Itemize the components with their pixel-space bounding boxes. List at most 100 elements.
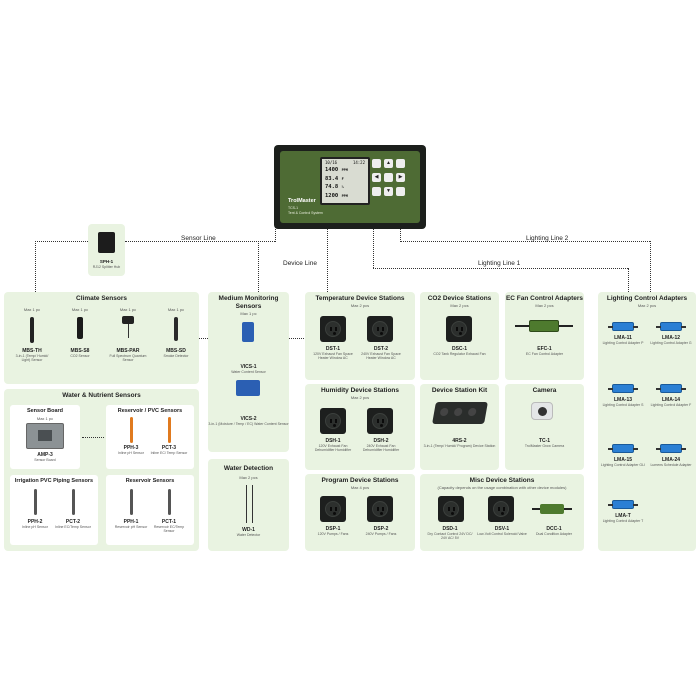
outlet-icon (488, 496, 514, 522)
probe-icon (30, 317, 34, 343)
lighting-adapter-icon (608, 444, 638, 453)
controller-device: 10/16 14:22 1400 PPM 83.4 F 74.8 % 1200 … (274, 145, 426, 229)
misc-stations-panel: Misc Device Stations (Capacity depends o… (420, 474, 584, 551)
lighting-adapter-icon (608, 384, 638, 393)
outlet-icon (446, 316, 472, 342)
co2-stations-panel: CO2 Device Stations Max 2 pcs DSC-1 CO2 … (420, 292, 499, 380)
lighting-line-2-drop (400, 220, 401, 242)
left-arrow-key[interactable]: ◀ (372, 173, 381, 182)
par-sensor-icon (122, 316, 134, 324)
outlet-icon (438, 496, 464, 522)
sensor-line (125, 241, 275, 242)
outlet-icon (320, 496, 346, 522)
ec-fan-panel: EC Fan Control Adapters Max 2 pcs EFC-1 … (505, 292, 584, 380)
lighting-adapter-icon (656, 444, 686, 453)
station-kit-icon (432, 402, 488, 424)
ph-probe-icon (130, 489, 133, 515)
water-detection-panel: Water Detection Max 2 pcs WD-1 Water Det… (208, 459, 289, 551)
water-nutrient-panel: Water & Nutrient Sensors Sensor Board Ma… (4, 389, 199, 551)
device-station-kit-panel: Device Station Kit 4RS-2 3-in-1 (Temp/ H… (420, 384, 499, 470)
lighting-line-1 (373, 268, 628, 269)
screen-date: 10/16 (325, 160, 338, 165)
right-arrow-key[interactable]: ▶ (396, 173, 405, 182)
key-button[interactable] (396, 159, 405, 168)
hub-to-medium (258, 241, 259, 292)
reservoir-box: Reservoir Sensors PPH-1 Reservoir pH Sen… (106, 475, 194, 545)
temperature-stations-panel: Temperature Device Stations Max 2 pcs DS… (305, 292, 415, 380)
ph-probe-icon (34, 489, 37, 515)
medium-monitoring-panel: Medium Monitoring Sensors Max 1 pc VICS-… (208, 292, 289, 452)
medium-monitoring-title: Medium Monitoring Sensors (218, 295, 279, 310)
lighting-line-2 (400, 241, 650, 242)
key-button[interactable] (396, 187, 405, 196)
sensor-board-box: Sensor Board Max 1 pc AMP-3 Sensor Board (10, 405, 80, 469)
lighting-adapter-icon (608, 500, 638, 509)
controller-brand: TrolMaster (288, 198, 316, 204)
sensor-card: Max 1 pc MBS-TH 3-in-1 (Temp/ Humid/ Lig… (15, 307, 49, 363)
camera-panel: Camera TC-1 TrolMaster Grow Camera (505, 384, 584, 470)
medium-temp-link (289, 338, 304, 339)
vics-2-icon (236, 380, 260, 396)
key-button[interactable] (372, 187, 381, 196)
camera-icon (531, 402, 553, 420)
water-detector-cable-icon (246, 485, 247, 523)
hub-left-drop (35, 241, 36, 292)
outlet-icon (367, 496, 393, 522)
keypad: ▲ ◀ ▶ ▼ (372, 159, 414, 207)
sensor-card: Max 1 pc MBS-PAR Full Spectrum Quantum S… (109, 307, 147, 363)
ec-probe-icon (72, 489, 75, 515)
hub-left-line (35, 241, 90, 242)
screen-row: 74.8 % (325, 184, 344, 190)
splitter-hub-panel: SPH-1 RJ12 Splitter Hub (88, 224, 125, 276)
hub-device (98, 232, 115, 253)
climate-sensors-title: Climate Sensors (76, 295, 127, 302)
outlet-icon (320, 408, 346, 434)
sensor-card: Max 1 pc MBS-SD Smoke Detector (163, 307, 189, 358)
up-arrow-key[interactable]: ▲ (384, 159, 393, 168)
board-link (82, 437, 104, 438)
climate-medium-link (199, 338, 208, 339)
lighting-line-2-end (650, 241, 651, 292)
vics-1-icon (242, 322, 254, 342)
lighting-line-1-end (628, 268, 629, 292)
humidity-stations-panel: Humidity Device Stations Max 2 pcs DSH-1… (305, 384, 415, 470)
hub-code: SPH-1 (99, 259, 114, 264)
ph-probe-icon (130, 417, 133, 443)
ec-probe-icon (168, 489, 171, 515)
lighting-line-2-label: Lighting Line 2 (526, 235, 569, 242)
ec-probe-icon (168, 417, 171, 443)
outlet-icon (367, 408, 393, 434)
down-arrow-key[interactable]: ▼ (384, 187, 393, 196)
ec-fan-adapter-icon (529, 320, 559, 332)
climate-sensors-panel: Climate Sensors Max 1 pc MBS-TH 3-in-1 (… (4, 292, 199, 384)
outlet-icon (320, 316, 346, 342)
reservoir-pvc-box: Reservoir / PVC Sensors PPH-3 Inline pH … (106, 405, 194, 469)
sensor-line-label: Sensor Line (181, 235, 216, 242)
screen-time: 14:22 (352, 160, 365, 165)
lighting-adapters-panel: Lighting Control Adapters Max 2 pcs LMA-… (598, 292, 696, 551)
lighting-adapter-icon (656, 384, 686, 393)
screen-row: 1200 PPM (325, 192, 348, 199)
program-stations-panel: Program Device Stations Max 4 pcs DSP-1 … (305, 474, 415, 551)
ok-key[interactable] (384, 173, 393, 182)
hub-desc: RJ12 Splitter Hub (92, 265, 121, 269)
outlet-icon (367, 316, 393, 342)
water-detection-title: Water Detection (223, 465, 274, 472)
device-line-drop (327, 227, 328, 292)
sensor-board-icon (26, 423, 64, 449)
screen-row: 83.4 F (325, 175, 344, 182)
screen-row: 1400 PPM (325, 167, 348, 173)
sensor-card: Max 1 pc MBS-S8 CO2 Sensor (70, 307, 90, 358)
controller-subtitle: Tent & Control System (288, 211, 323, 215)
controller-screen: 10/16 14:22 1400 PPM 83.4 F 74.8 % 1200 … (320, 157, 370, 205)
co2-probe-icon (77, 317, 83, 339)
water-nutrient-title: Water & Nutrient Sensors (62, 392, 141, 399)
key-button[interactable] (372, 159, 381, 168)
lighting-line-1-drop (373, 227, 374, 268)
lighting-adapter-icon (656, 322, 686, 331)
lighting-adapter-icon (608, 322, 638, 331)
dual-condition-adapter-icon (540, 504, 564, 514)
lighting-line-1-label: Lighting Line 1 (478, 260, 521, 267)
smoke-detector-icon (174, 317, 178, 341)
device-line-label: Device Line (283, 260, 317, 267)
